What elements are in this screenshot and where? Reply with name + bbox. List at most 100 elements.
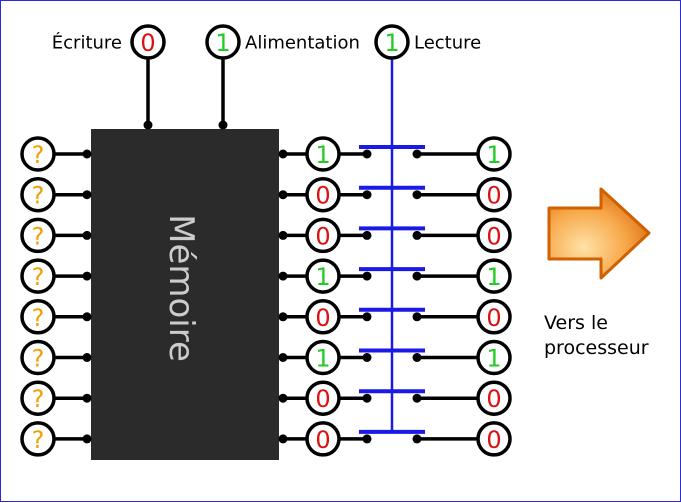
output-node-circle	[476, 299, 512, 335]
power-node[interactable]	[205, 24, 241, 60]
input-node: ?	[20, 258, 56, 294]
stored-node: 1	[305, 339, 341, 376]
input-node-circle	[20, 421, 56, 457]
bit-row: ? 0 0	[20, 176, 512, 213]
input-node: ?	[20, 299, 56, 335]
stored-node-value: 0	[315, 385, 330, 413]
destination-line1: Vers le	[544, 312, 608, 334]
junction-dot	[362, 271, 372, 281]
stored-node: 0	[305, 421, 341, 457]
junction-dot	[362, 353, 372, 362]
bit-row: ? 0 0	[20, 217, 512, 254]
power-control[interactable]: 1 Alimentation	[205, 24, 360, 60]
output-node: 1	[476, 339, 512, 376]
input-node: ?	[20, 380, 56, 416]
output-node-circle	[476, 339, 512, 376]
junction-dot	[82, 434, 92, 444]
stored-node-circle	[305, 176, 341, 213]
stored-node-value: 1	[315, 263, 330, 291]
memory-block	[91, 129, 279, 460]
bit-row: ? 1 1	[20, 136, 512, 172]
input-node-value: ?	[32, 304, 45, 332]
junction-dot	[278, 393, 288, 403]
power-junction	[218, 120, 228, 130]
output-node-circle	[476, 217, 512, 254]
input-node-circle	[20, 217, 56, 254]
read-control[interactable]: 1 Lecture	[374, 24, 481, 60]
junction-dot	[82, 312, 92, 322]
input-node-circle	[20, 258, 56, 294]
output-node: 0	[476, 176, 512, 213]
stored-node-circle	[305, 421, 341, 457]
bit-row: ? 0 0	[20, 299, 512, 335]
input-node: ?	[20, 176, 56, 213]
power-label: Alimentation	[245, 33, 360, 54]
bit-row: ? 0 0	[20, 421, 512, 457]
junction-dot	[362, 190, 372, 200]
read-node[interactable]	[374, 24, 410, 60]
junction-dot	[362, 434, 372, 444]
input-node: ?	[20, 136, 56, 172]
junction-dot	[82, 230, 92, 240]
output-node-circle	[476, 258, 512, 294]
stored-node-circle	[305, 217, 341, 254]
output-node-value: 0	[486, 222, 501, 250]
write-value: 0	[140, 29, 155, 57]
junction-dot	[82, 353, 92, 362]
junction-dot	[412, 230, 422, 240]
output-node: 0	[476, 421, 512, 457]
output-node-value: 1	[486, 345, 501, 373]
stored-node-value: 0	[315, 182, 330, 210]
stored-node: 0	[305, 380, 341, 416]
output-node-value: 0	[486, 426, 501, 454]
output-node-circle	[476, 136, 512, 172]
junction-dot	[412, 353, 422, 362]
input-node: ?	[20, 421, 56, 457]
input-node-value: ?	[32, 385, 45, 413]
bit-row: ? 1 1	[20, 258, 512, 294]
power-value: 1	[215, 29, 230, 57]
input-node: ?	[20, 217, 56, 254]
output-node-value: 0	[486, 385, 501, 413]
output-node: 1	[476, 136, 512, 172]
write-node[interactable]	[130, 24, 166, 60]
stored-node-value: 1	[315, 141, 330, 169]
read-label: Lecture	[414, 33, 481, 54]
output-node-circle	[476, 176, 512, 213]
stored-node-circle	[305, 258, 341, 294]
write-control[interactable]: 0 Écriture	[52, 24, 166, 60]
stored-node-circle	[305, 380, 341, 416]
stored-node: 0	[305, 299, 341, 335]
output-node-value: 0	[486, 304, 501, 332]
output-node: 0	[476, 217, 512, 254]
stored-node-value: 0	[315, 304, 330, 332]
output-node-circle	[476, 380, 512, 416]
junction-dot	[82, 393, 92, 403]
write-label: Écriture	[52, 32, 122, 54]
input-node-value: ?	[32, 426, 45, 454]
stored-node-value: 0	[315, 222, 330, 250]
input-node-circle	[20, 136, 56, 172]
junction-dot	[278, 230, 288, 240]
junction-dot	[362, 149, 372, 159]
output-node: 1	[476, 258, 512, 294]
junction-dot	[412, 393, 422, 403]
output-node-circle	[476, 421, 512, 457]
stored-node-circle	[305, 136, 341, 172]
output-node-value: 0	[486, 182, 501, 210]
junction-dot	[412, 434, 422, 444]
input-node-circle	[20, 299, 56, 335]
input-node-circle	[20, 339, 56, 376]
junction-dot	[362, 312, 372, 322]
input-node-value: ?	[32, 222, 45, 250]
stored-node: 1	[305, 258, 341, 294]
input-node-circle	[20, 380, 56, 416]
output-node-value: 1	[486, 141, 501, 169]
junction-dot	[278, 312, 288, 322]
output-node-value: 1	[486, 263, 501, 291]
output-node: 0	[476, 299, 512, 335]
